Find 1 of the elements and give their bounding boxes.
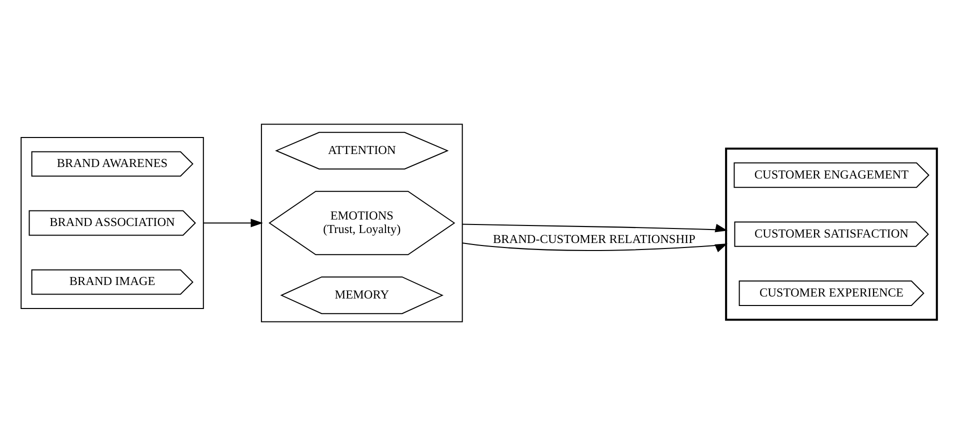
edge-label: BRAND-CUSTOMER RELATIONSHIP bbox=[492, 232, 696, 246]
